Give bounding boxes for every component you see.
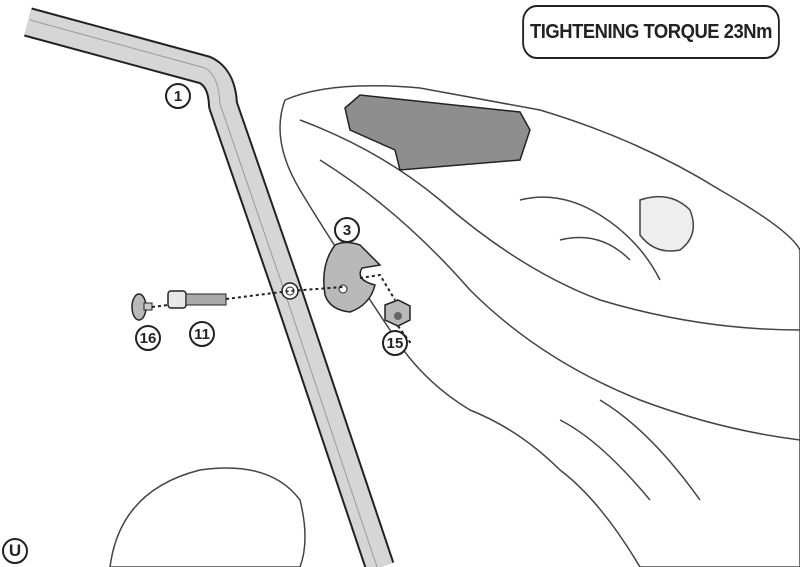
callout-part-1: 1: [165, 83, 191, 109]
grab-plate: [344, 94, 531, 171]
bracket-part-3: [323, 241, 382, 313]
rear-wheel: [109, 467, 306, 567]
callout-part-3: 3: [334, 217, 360, 243]
motorcycle-tail: [279, 85, 800, 567]
view-marker: U: [2, 538, 28, 564]
callout-part-16: 16: [135, 325, 161, 351]
bar-hole: [281, 282, 299, 300]
bolt-part-11: [167, 290, 227, 309]
rack-bar-part-1: [24, 7, 395, 567]
cap-part-16: [131, 293, 153, 321]
nut-part-15: [384, 299, 411, 327]
callout-part-15: 15: [382, 330, 408, 356]
tightening-torque-label: TIGHTENING TORQUE 23Nm: [522, 5, 780, 59]
callout-part-11: 11: [189, 321, 215, 347]
assembly-axis: [151, 273, 413, 346]
